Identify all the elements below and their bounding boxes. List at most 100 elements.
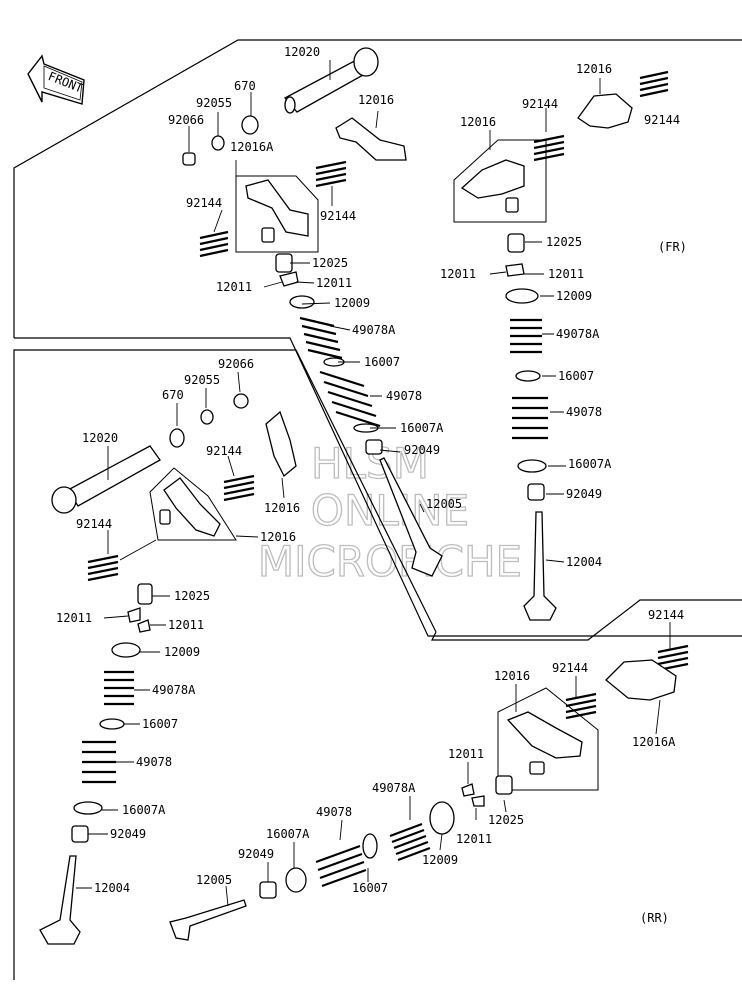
part-label: 49078A (152, 683, 196, 697)
lifter-12025-c (137, 583, 153, 605)
part-label: 49078 (316, 805, 352, 819)
seal-92049-b (527, 483, 545, 501)
part-label: 92049 (238, 847, 274, 861)
part-label: 92049 (404, 443, 440, 457)
keeper-12011-d (137, 619, 151, 633)
part-label: 12025 (488, 813, 524, 827)
seal-92049-c (71, 825, 89, 843)
part-label: 49078A (352, 323, 396, 337)
washer-16007A-d (285, 867, 307, 893)
spring-92144-f (87, 554, 119, 582)
part-label: 12020 (82, 431, 118, 445)
lifter-12025-b (507, 233, 525, 253)
part-label: 12016A (632, 735, 676, 749)
spring-49078-d (315, 844, 367, 888)
rocker-arm-front-2 (335, 117, 407, 161)
part-label: 12009 (334, 296, 370, 310)
spring-49078A-b (510, 318, 542, 354)
keeper-12011-b (505, 263, 525, 277)
rocker-arm-front-1 (245, 179, 309, 237)
part-label: 16007 (364, 355, 400, 369)
o-ring-92055 (211, 135, 225, 151)
part-label: 92066 (168, 113, 204, 127)
watermark-line3: MICROFICHE (258, 537, 522, 586)
part-label: 12009 (164, 645, 200, 659)
washer-16007-b (515, 370, 541, 382)
washer-16007A-b (517, 459, 547, 473)
valve-12005-a (379, 457, 443, 577)
part-label: 16007A (400, 421, 444, 435)
adjuster-rear (159, 509, 171, 525)
front-head-outline (13, 39, 742, 637)
part-label: 12011 (448, 747, 484, 761)
cap-92066-b (233, 393, 249, 409)
keeper-12011-f (471, 795, 485, 807)
o-ring-670-b (169, 428, 185, 448)
part-label: 16007A (122, 803, 166, 817)
part-label: 12011 (168, 618, 204, 632)
rocker-arm-rr-2 (506, 711, 583, 759)
part-label: 12004 (94, 881, 130, 895)
retainer-12009-d (429, 801, 455, 835)
rocker-shaft-rear (51, 445, 161, 514)
rocker-arm-fr-2 (460, 159, 525, 199)
part-label: 16007 (352, 881, 388, 895)
part-label: 12009 (556, 289, 592, 303)
part-label: 92144 (206, 444, 242, 458)
part-label: 12004 (566, 555, 602, 569)
part-label: 16007A (266, 827, 310, 841)
spring-49078-a (319, 370, 381, 428)
valve-12004-b (39, 855, 81, 945)
front-arrow-icon: FRONT (27, 54, 85, 105)
seal-92049-d (259, 881, 277, 899)
valve-12004-a (523, 511, 557, 621)
part-label: 12025 (312, 256, 348, 270)
rocker-group-box-1 (235, 175, 319, 253)
part-label: 92144 (552, 661, 588, 675)
spring-92144-d (639, 70, 669, 98)
part-label: 12016 (260, 530, 296, 544)
part-label: 12011 (216, 280, 252, 294)
keeper-12011-e (461, 783, 475, 797)
watermark: HLSM ONLINE MICROFICHE (257, 438, 522, 586)
adjuster-front-1 (261, 227, 275, 243)
part-label: 92144 (186, 196, 222, 210)
spring-49078-c (82, 740, 116, 784)
part-label: 92055 (184, 373, 220, 387)
part-label: 12011 (316, 276, 352, 290)
rr-label: (RR) (640, 911, 669, 925)
part-label: 670 (162, 388, 184, 402)
retainer-12009-a (289, 295, 315, 309)
part-label: 12011 (440, 267, 476, 281)
part-label: 12011 (456, 832, 492, 846)
washer-16007-d (362, 833, 378, 859)
spring-49078A-c (104, 670, 134, 706)
part-label: 49078 (136, 755, 172, 769)
rocker-arm-rear-1 (265, 410, 297, 478)
spring-49078-b (512, 396, 548, 440)
part-label: 12020 (284, 45, 320, 59)
spring-92144-c (533, 134, 565, 162)
rear-head-outline (13, 349, 742, 980)
lifter-12025-d (495, 775, 513, 795)
o-ring-670 (241, 115, 259, 135)
rocker-group-box-3 (149, 467, 237, 541)
leader-lines (76, 60, 671, 907)
spring-49078A-a (299, 316, 343, 360)
part-label: 92144 (320, 209, 356, 223)
part-label: 12011 (56, 611, 92, 625)
part-label: 670 (234, 79, 256, 93)
cap-92066 (182, 152, 196, 166)
part-label: 92049 (566, 487, 602, 501)
retainer-12009-c (111, 642, 141, 658)
part-label: 12011 (548, 267, 584, 281)
part-label: 12009 (422, 853, 458, 867)
keeper-12011-a (279, 271, 299, 287)
part-label: 92049 (110, 827, 146, 841)
washer-16007A-c (73, 801, 103, 815)
part-label: 92144 (644, 113, 680, 127)
spring-92144-h (565, 692, 597, 720)
seal-92049-a (365, 439, 383, 455)
part-label: 49078 (566, 405, 602, 419)
